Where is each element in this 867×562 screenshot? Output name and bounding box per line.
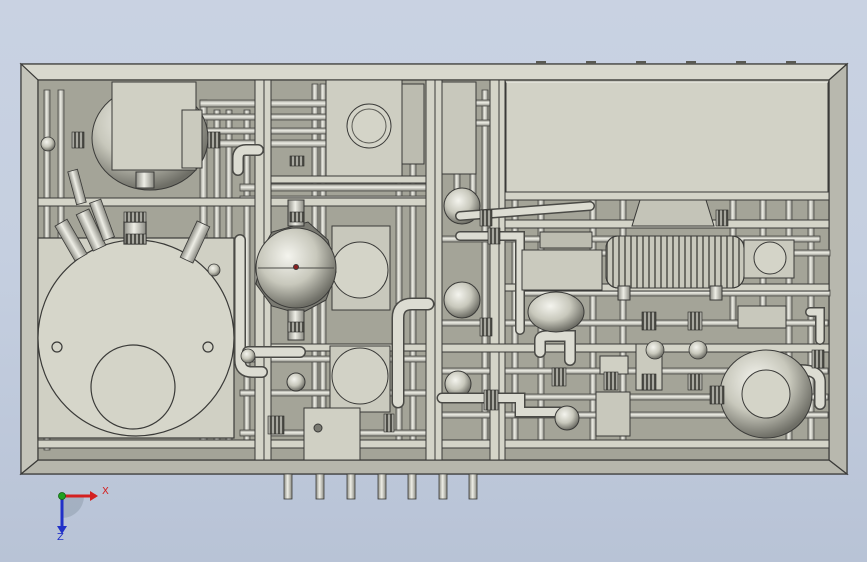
top-left-tank[interactable] <box>91 81 209 191</box>
motor-unit[interactable] <box>737 239 795 329</box>
control-cabinet[interactable] <box>505 81 829 193</box>
small-valve-bodies[interactable] <box>40 136 708 364</box>
z-axis-label: Z <box>57 532 64 543</box>
main-storage-tank[interactable] <box>37 221 235 439</box>
lower-center-housing <box>303 345 391 461</box>
inlet-nozzles <box>54 168 211 264</box>
u-bend-pipes <box>232 144 435 409</box>
knurled-fittings <box>71 131 825 435</box>
triad-shadow <box>62 496 84 518</box>
sight-glass-filter[interactable] <box>255 199 391 341</box>
right-spherical-vessel[interactable] <box>719 349 813 439</box>
bottom-valves[interactable] <box>554 343 663 437</box>
triad-graphic <box>57 491 98 534</box>
top-center-housing <box>325 79 477 177</box>
coordinate-triad: X Z <box>48 482 118 546</box>
y-axis-arrow <box>58 492 66 500</box>
x-axis-label: X <box>102 486 109 497</box>
top-studs <box>536 61 796 64</box>
bottom-pins <box>283 473 478 500</box>
circulation-pump[interactable] <box>521 231 603 333</box>
plate-heat-exchanger[interactable] <box>605 199 745 301</box>
